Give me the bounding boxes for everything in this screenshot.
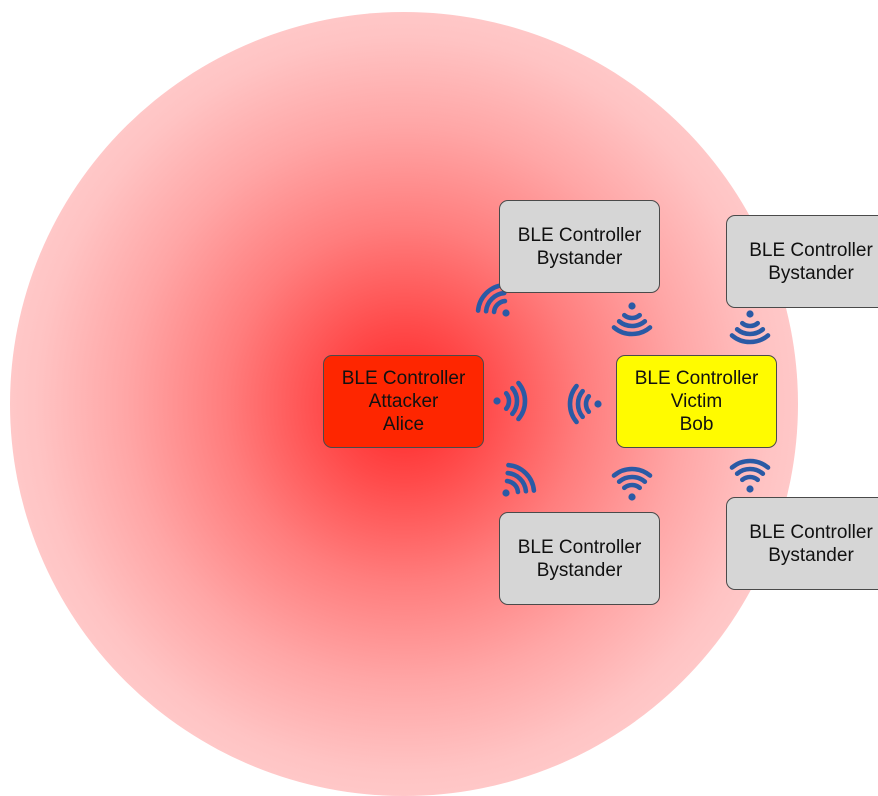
attacker-signal-down-icon xyxy=(502,462,537,497)
bystander-node-bottom-right: BLE Controller Bystander xyxy=(726,497,878,590)
bystander-line2: Bystander xyxy=(536,247,623,269)
bystander-node-top-mid: BLE Controller Bystander xyxy=(499,200,660,293)
victim-signal-left-icon xyxy=(567,383,602,425)
bystander-line1: BLE Controller xyxy=(749,239,873,261)
bystander-line2: Bystander xyxy=(536,559,623,581)
victim-node: BLE Controller Victim Bob xyxy=(616,355,777,448)
attacker-line1: BLE Controller xyxy=(341,368,466,389)
bystander-line2: Bystander xyxy=(768,544,854,566)
bystander-top-mid-signal-icon xyxy=(611,302,653,337)
victim-line2: Victim xyxy=(670,391,723,412)
bystander-line1: BLE Controller xyxy=(517,536,642,558)
bystander-line1: BLE Controller xyxy=(749,521,873,543)
bystander-bottom-mid-signal-icon xyxy=(611,466,653,501)
attacker-line3: Alice xyxy=(382,414,425,435)
attacker-node: BLE Controller Attacker Alice xyxy=(323,355,484,448)
attacker-signal-right-icon xyxy=(493,380,528,422)
attacker-line2: Attacker xyxy=(368,391,439,412)
bystander-node-top-right: BLE Controller Bystander xyxy=(726,215,878,308)
victim-line1: BLE Controller xyxy=(634,368,759,389)
victim-line3: Bob xyxy=(679,414,714,435)
bystander-bottom-right-signal-icon xyxy=(729,458,771,493)
bystander-line2: Bystander xyxy=(768,262,854,284)
bystander-node-bottom-mid: BLE Controller Bystander xyxy=(499,512,660,605)
bystander-line1: BLE Controller xyxy=(517,224,642,246)
bystander-top-right-signal-icon xyxy=(729,310,771,345)
